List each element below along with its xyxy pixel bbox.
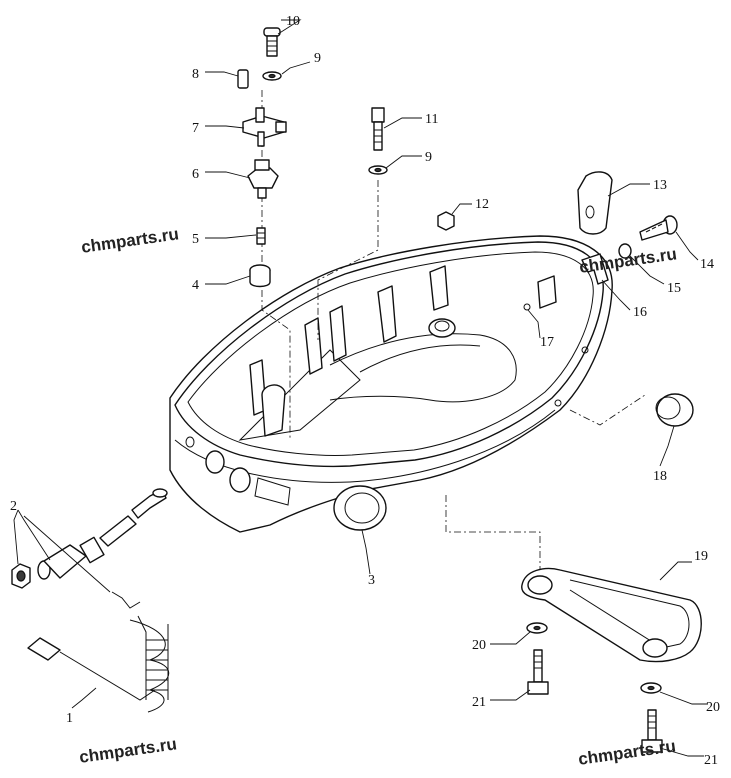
nut-part-12	[437, 211, 455, 231]
callout-13: 13	[653, 178, 667, 193]
washer-hole	[533, 625, 541, 631]
callout-12: 12	[475, 197, 489, 212]
callout-5: 5	[192, 232, 199, 247]
callout-7: 7	[192, 121, 199, 136]
washer-hole	[268, 73, 276, 79]
sleeve-part-8	[237, 69, 249, 89]
callout-1: 1	[66, 711, 73, 726]
callout-18: 18	[653, 469, 667, 484]
washer-hole	[647, 685, 655, 691]
leader-lines	[13, 19, 708, 757]
callout-19: 19	[694, 549, 708, 564]
callout-3: 3	[368, 573, 375, 588]
spring-clip-part-16	[581, 253, 609, 285]
callout-20a: 20	[472, 638, 486, 653]
callout-4: 4	[192, 278, 199, 293]
callout-8: 8	[192, 67, 199, 82]
screw-part-14	[639, 215, 678, 241]
callout-10: 10	[286, 14, 300, 29]
callout-9b: 9	[425, 150, 432, 165]
handle-part-19	[521, 567, 702, 663]
callout-11: 11	[425, 112, 438, 127]
callout-9a: 9	[314, 51, 321, 66]
bottom-cowl	[169, 235, 613, 533]
callout-20b: 20	[706, 700, 720, 715]
callout-6: 6	[192, 167, 199, 182]
bolt-part-21a	[527, 649, 549, 695]
callout-2: 2	[10, 499, 17, 514]
screw-part-5	[256, 227, 266, 245]
fitting-part-6	[247, 159, 279, 199]
callout-17: 17	[540, 335, 554, 350]
washer-hole	[374, 167, 382, 173]
screw-part-10	[263, 27, 281, 57]
washer-part-15	[618, 243, 632, 259]
bolt-part-11	[371, 107, 385, 151]
connector-part-7	[242, 107, 287, 147]
kill-switch-part-2	[11, 488, 168, 609]
grommet-part-4	[249, 264, 271, 288]
lanyard-part-1	[27, 615, 170, 713]
plug-part-18	[655, 393, 694, 427]
callout-15: 15	[667, 281, 681, 296]
callout-14: 14	[700, 257, 714, 272]
callout-21b: 21	[704, 753, 718, 768]
callout-labels: 10 9 8 7 6 5 4 11 9 12 13 14 15 16 17 18…	[10, 14, 720, 768]
clip-part-13	[577, 171, 613, 235]
callout-21a: 21	[472, 695, 486, 710]
bolt-part-21b	[641, 709, 663, 753]
callout-16: 16	[633, 305, 647, 320]
